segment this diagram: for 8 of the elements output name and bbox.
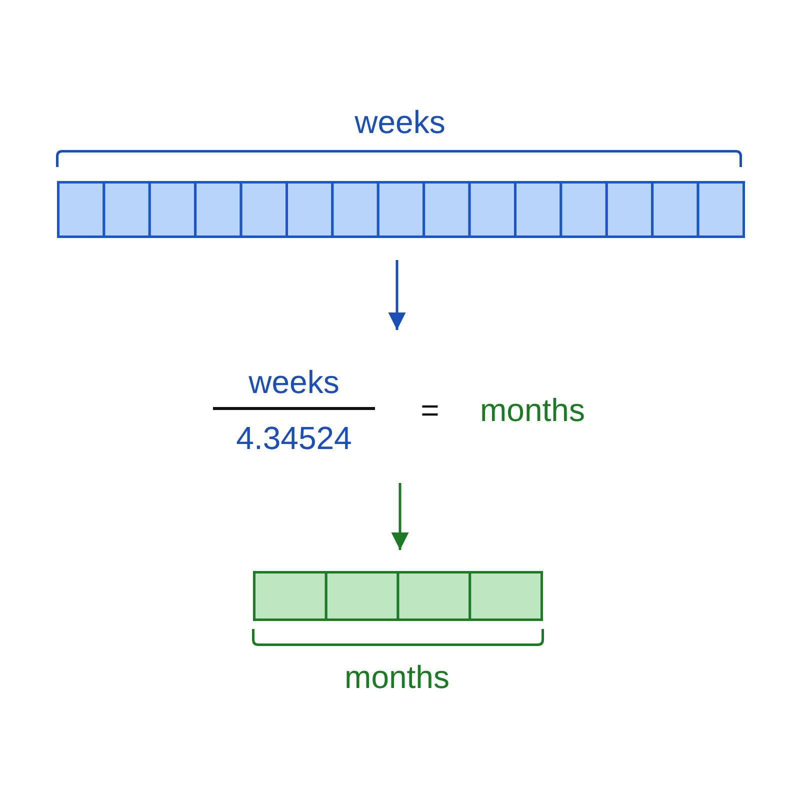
fraction-numerator: weeks [248, 364, 340, 400]
arrow [388, 260, 406, 330]
arrow [391, 483, 409, 550]
bar-heading: weeks [354, 104, 446, 140]
equals-sign: = [420, 392, 440, 428]
fraction-denominator: 4.34524 [236, 420, 352, 456]
result-text: months [480, 392, 585, 428]
bar-heading: months [344, 659, 450, 695]
